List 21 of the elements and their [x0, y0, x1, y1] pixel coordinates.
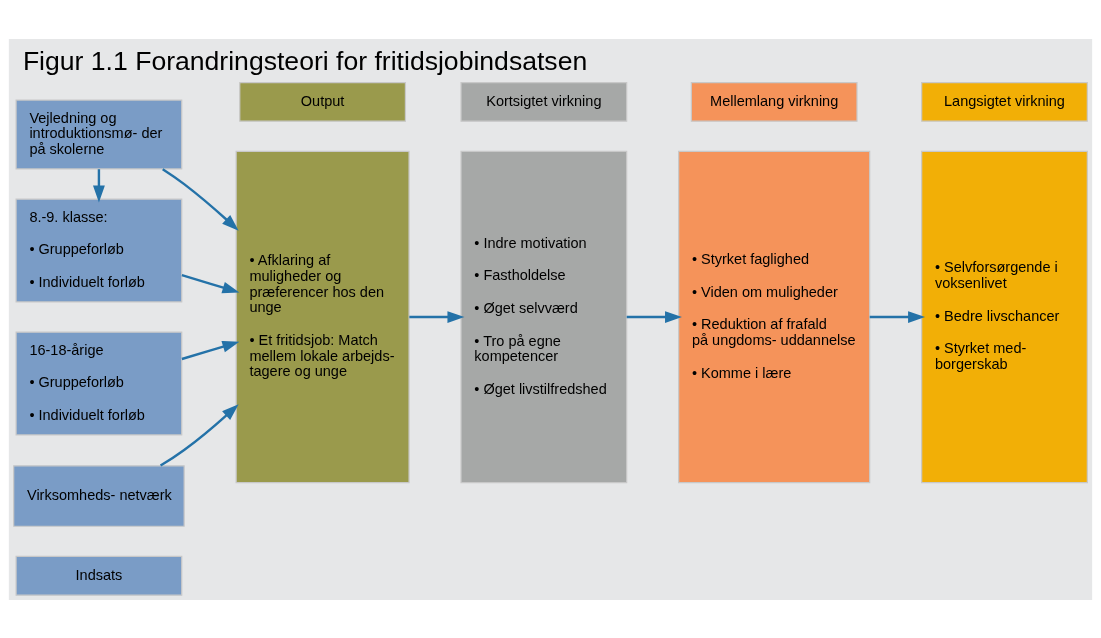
node-box: Langsigtet virkning: [921, 81, 1088, 122]
arrow: [159, 403, 239, 467]
node-box: • Afklaring af muligheder og præferencer hos den unge • Et fritidsjob: Match mellem lokale arbejds- tagere og unge: [235, 150, 410, 483]
arrow: [869, 310, 926, 323]
node-box: Indsats: [15, 555, 183, 596]
node-box: • Indre motivation • Fastholdelse • Øget selvværd • Tro på egne kompetencer • Øget livstilfredshed: [460, 150, 628, 483]
node-box: 8.-9. klasse: • Gruppeforløb • Individuelt forløb: [15, 198, 183, 303]
arrow: [181, 273, 240, 293]
node-box: Virksomheds- netværk: [13, 464, 185, 527]
arrow: [409, 310, 465, 323]
arrow: [181, 340, 240, 360]
arrow: [626, 310, 682, 323]
node-box: • Styrket faglighed • Viden om muligheder • Reduktion af frafald på ungdoms- uddannelse • Komme i lære: [678, 150, 871, 483]
node-box: • Selvforsørgende i voksenlivet • Bedre livschancer • Styrket med- borgerskab: [921, 150, 1088, 483]
node-box: Kortsigtet virkning: [460, 81, 628, 122]
node-box: 16-18-årige • Gruppeforløb • Individuelt forløb: [15, 331, 183, 436]
arrow: [162, 167, 239, 231]
node-box: Mellemlang virkning: [690, 81, 858, 122]
node-box: Vejledning og introduktionsmø- der på skolerne: [15, 98, 183, 170]
node-box: Output: [239, 81, 406, 122]
diagram-title: Figur 1.1 Forandringsteori for fritidsjobindsatsen: [22, 45, 588, 76]
